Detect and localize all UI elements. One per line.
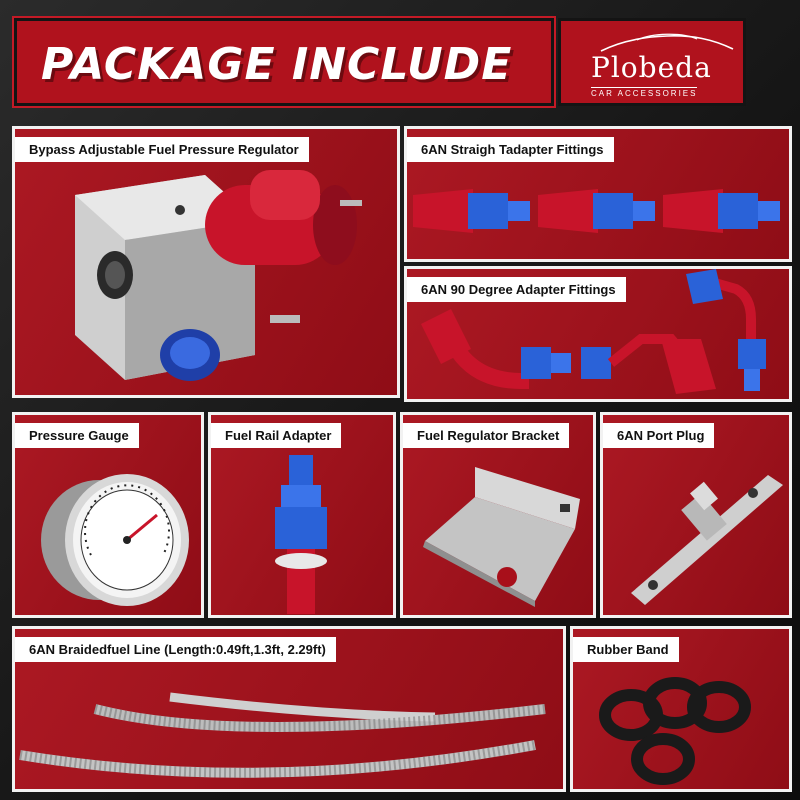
pressure-gauge-image (41, 474, 189, 606)
brand-logo: Plobeda CAR ACCESSORIES (558, 18, 746, 106)
braided-fuel-line-image (19, 692, 546, 778)
brand-tagline: CAR ACCESSORIES (591, 87, 698, 98)
straight-fittings-image (413, 189, 780, 233)
90-degree-fittings-image (421, 269, 766, 394)
panel-label: 6AN Port Plug (603, 423, 715, 448)
port-plug-image (631, 475, 783, 605)
panel-pressure-gauge: Pressure Gauge (12, 412, 204, 618)
panel-label: Rubber Band (573, 637, 679, 662)
panel-label: Fuel Regulator Bracket (403, 423, 570, 448)
panel-label: 6AN Straigh Tadapter Fittings (407, 137, 614, 162)
panel-label: Pressure Gauge (15, 423, 139, 448)
panel-rubber-band: Rubber Band (570, 626, 792, 792)
fuel-rail-adapter-image (275, 455, 327, 614)
panel-label: Fuel Rail Adapter (211, 423, 342, 448)
panel-fuel-rail-adapter: Fuel Rail Adapter (208, 412, 396, 618)
panel-label: 6AN 90 Degree Adapter Fittings (407, 277, 626, 302)
header-banner: PACKAGE INCLUDE (14, 18, 554, 106)
panel-regulator-bracket: Fuel Regulator Bracket (400, 412, 596, 618)
car-silhouette-icon (600, 33, 734, 52)
panel-straight-fittings: 6AN Straigh Tadapter Fittings (404, 126, 792, 262)
panel-label: Bypass Adjustable Fuel Pressure Regulato… (15, 137, 309, 162)
panel-90-degree-fittings: 6AN 90 Degree Adapter Fittings (404, 266, 792, 402)
regulator-bracket-image (423, 467, 580, 607)
panel-braided-fuel-line: 6AN Braidedfuel Line (Length:0.49ft,1.3f… (12, 626, 566, 792)
panel-label: 6AN Braidedfuel Line (Length:0.49ft,1.3f… (15, 637, 336, 662)
panel-fuel-pressure-regulator: Bypass Adjustable Fuel Pressure Regulato… (12, 126, 400, 398)
panel-port-plug: 6AN Port Plug (600, 412, 792, 618)
brand-name: Plobeda (591, 51, 712, 84)
rubber-band-image (599, 677, 751, 785)
page-title: PACKAGE INCLUDE (41, 39, 513, 90)
fuel-pressure-regulator-image (75, 170, 362, 381)
